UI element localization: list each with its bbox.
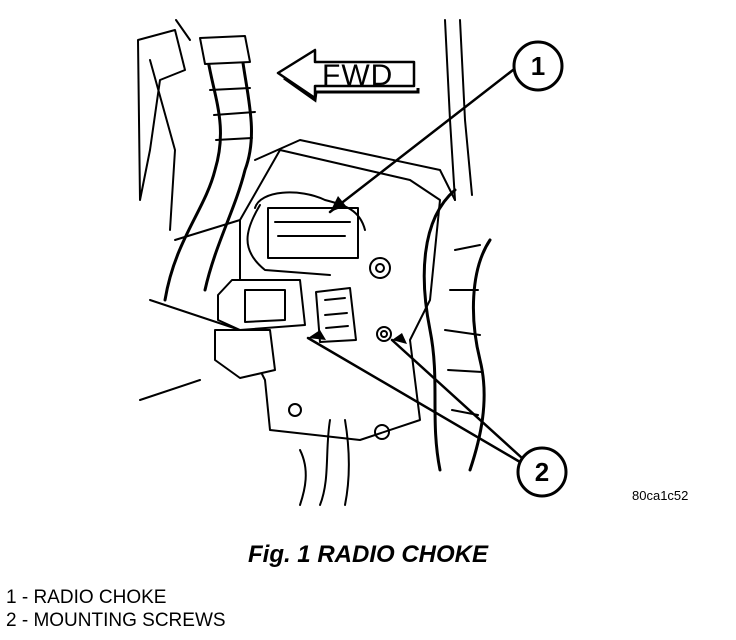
mounting-screw-upper	[369, 257, 391, 279]
callout-1: 1	[512, 40, 564, 92]
callout-1-number: 1	[531, 51, 545, 81]
wiring-harness-left	[163, 38, 222, 302]
dash-panel-outline	[137, 29, 186, 201]
connector-left	[217, 279, 306, 331]
callout-2-leader-b	[390, 338, 524, 460]
legend-item: 1 - RADIO CHOKE	[6, 587, 167, 608]
right-panel-edge	[444, 19, 456, 201]
radio-choke-illustration: FWD 1 2	[137, 19, 568, 506]
legend-item: 2 - MOUNTING SCREWS	[6, 610, 226, 631]
callout-1-leader	[328, 68, 515, 214]
mounting-screw-lower	[376, 326, 392, 342]
wiring-harness-right	[422, 188, 457, 472]
figure-caption: Fig. 1 RADIO CHOKE	[247, 541, 488, 568]
legend: 1 - RADIO CHOKE 2 - MOUNTING SCREWS	[6, 586, 226, 632]
callout-2-leader-a	[306, 336, 522, 464]
radio-choke-body	[267, 207, 359, 259]
fwd-label: FWD	[322, 59, 393, 92]
figure-code: 80ca1c52	[632, 488, 689, 503]
callout-2: 2	[516, 446, 568, 498]
callout-2-number: 2	[535, 457, 549, 487]
forward-direction-arrow: FWD	[276, 48, 420, 103]
